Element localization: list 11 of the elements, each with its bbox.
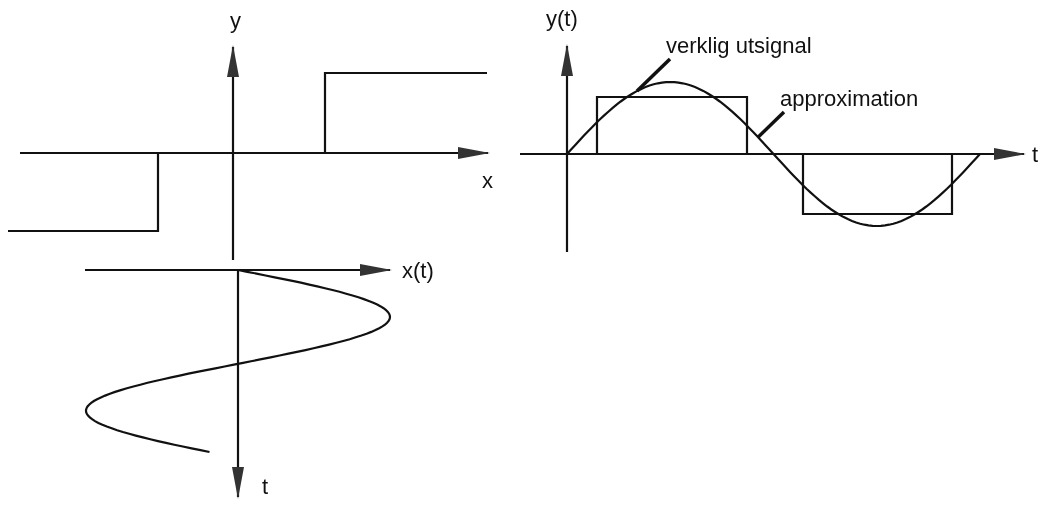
axis-label: x(t) (402, 258, 434, 284)
axis-label: y(t) (546, 6, 578, 32)
leader-line (635, 57, 672, 93)
leader-line (756, 110, 786, 139)
axis-label: y (230, 8, 241, 34)
axis-label: t (262, 474, 269, 500)
axis-label: x (482, 168, 493, 194)
sine-curve (566, 80, 981, 228)
callout-label: approximation (780, 86, 919, 112)
callout-label: verklig utsignal (666, 33, 812, 59)
axis-label: t (1032, 142, 1039, 168)
